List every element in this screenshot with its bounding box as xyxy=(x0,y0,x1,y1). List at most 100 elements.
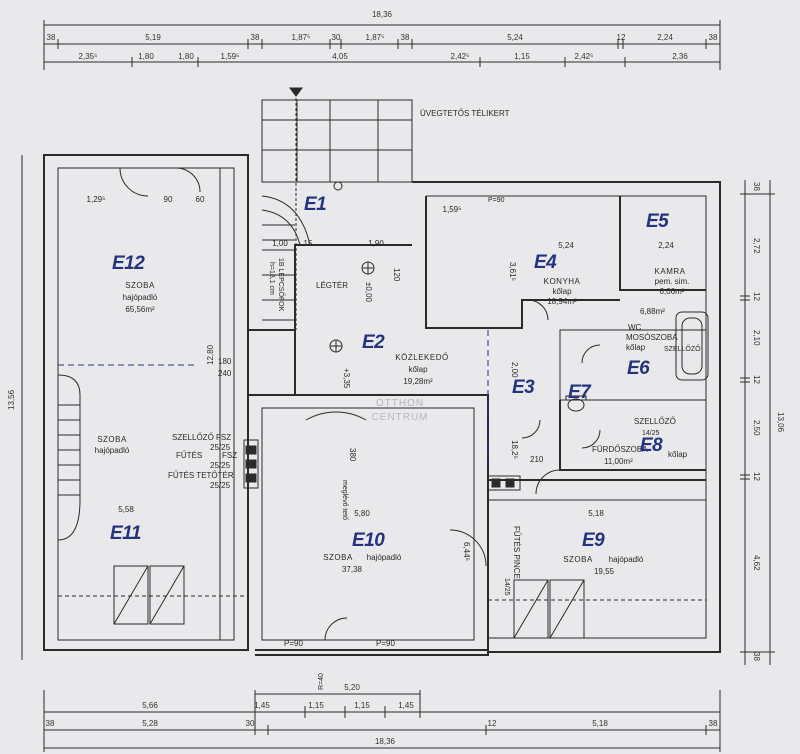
dim-overall-left: 13,56 xyxy=(7,389,16,410)
level-markers xyxy=(329,261,375,353)
room-name: FÜRDŐSZOBA xyxy=(592,445,648,454)
dim-top: 2,35⁵ xyxy=(78,52,98,61)
dim-ticks-top xyxy=(43,20,721,70)
dim-top: 1,87⁵ xyxy=(365,33,385,42)
room-area: 11,00m² xyxy=(604,457,633,466)
dim-label: 6,44⁵ xyxy=(462,542,471,561)
dim-overall-right: 13,06 xyxy=(776,412,785,433)
dim-label: 1,00 xyxy=(272,239,288,248)
room-marker-e6: E6 xyxy=(627,358,650,379)
room-marker-e5: E5 xyxy=(646,211,669,232)
dim-label: 5,24 xyxy=(558,241,574,250)
heating-label: FŰTÉS PINCE xyxy=(512,526,521,579)
dim-top: 1,59⁵ xyxy=(220,52,240,61)
vent-size: 14/25 xyxy=(642,430,660,437)
chimneys xyxy=(243,439,521,491)
room-floor: hajópadló xyxy=(366,553,402,562)
dim-label: 120 xyxy=(392,268,401,282)
watermark-line1: OTTHON xyxy=(375,398,425,409)
ladder-label: h=18,1 cm xyxy=(268,262,275,295)
dim-bottom: 30 xyxy=(245,719,255,728)
dim-top: 5,24 xyxy=(507,33,523,42)
dim-top: 38 xyxy=(708,33,718,42)
room-marker-e1: E1 xyxy=(304,194,327,215)
room-marker-e3: E3 xyxy=(512,377,535,398)
room-name: WC xyxy=(628,323,642,332)
dim-right: 38 xyxy=(752,652,761,661)
dim-label: 180 xyxy=(218,357,232,366)
room-floor: kőlap xyxy=(408,365,428,374)
dim-top: 30 xyxy=(331,33,341,42)
dim-label: 5,58 xyxy=(118,505,134,514)
dim-ticks-bottom xyxy=(43,690,721,752)
dim-bottom: 38 xyxy=(45,719,55,728)
dim-label: 15 xyxy=(303,239,313,248)
dim-right: 2,72 xyxy=(752,238,761,254)
room-marker-e7: E7 xyxy=(568,382,591,403)
dim-top: 1,87⁵ xyxy=(291,33,311,42)
room-area: 18,94m² xyxy=(547,297,577,306)
dim-label: 2,00 xyxy=(510,362,519,378)
room-area: 6,06m² xyxy=(659,287,685,296)
winter-garden-label: ÜVEGTETŐS TÉLIKERT xyxy=(420,109,510,118)
dim-label: 5,80 xyxy=(354,509,370,518)
door-swings xyxy=(119,167,601,641)
dim-top: 2,24 xyxy=(657,33,673,42)
dim-ticks-right xyxy=(740,193,775,653)
dim-right: 2,50 xyxy=(752,420,761,436)
dim-label: 2,24 xyxy=(658,241,674,250)
dim-label: 18,2⁵ xyxy=(510,440,519,459)
vent-label: SZELLŐZŐ xyxy=(664,346,701,353)
dim-label: 3,61⁵ xyxy=(508,262,517,281)
room-floor: pem. sim. xyxy=(654,277,690,286)
bathtub xyxy=(675,311,709,381)
room-area: 6,88m² xyxy=(640,307,665,316)
dim-label: 60 xyxy=(195,195,205,204)
room-marker-e9: E9 xyxy=(582,530,605,551)
dim-top: 38 xyxy=(400,33,410,42)
door-label: P=90 xyxy=(284,639,303,648)
dim-bottom: 12 xyxy=(487,719,497,728)
room-name: SZOBA xyxy=(125,281,155,290)
room-name: MOSÓSZOBA xyxy=(626,333,678,342)
dim-top: 1,80 xyxy=(178,52,194,61)
dim-top: 2,42⁵ xyxy=(574,52,594,61)
dim-top: 2,36 xyxy=(672,52,688,61)
dim-label: 1,29⁵ xyxy=(86,195,106,204)
dim-label: 210 xyxy=(530,455,544,464)
room-area: 65,56m² xyxy=(125,305,155,314)
dim-bottom: 5,66 xyxy=(142,701,158,710)
note-label: meglévő tető xyxy=(341,480,348,521)
dim-bottom: 38 xyxy=(708,719,718,728)
dim-label: 240 xyxy=(218,369,232,378)
ladder-label: 1B LÉPCSŐFOK xyxy=(277,258,284,312)
room-floor: kőlap xyxy=(552,287,572,296)
dim-label: 1,59⁵ xyxy=(442,205,462,214)
outer-walls xyxy=(43,154,721,656)
vent-size: 25/25 xyxy=(210,481,231,490)
room-name: LÉGTÉR xyxy=(315,281,349,290)
room-floor: kőlap xyxy=(626,343,646,352)
vent-label: SZELLŐZŐ FSZ xyxy=(172,433,232,442)
skylights xyxy=(113,565,585,639)
dim-right: 12 xyxy=(752,375,761,384)
room-area: 37,38 xyxy=(341,565,363,574)
dim-top: 38 xyxy=(250,33,260,42)
dim-top: 1,15 xyxy=(514,52,530,61)
dim-right: 12 xyxy=(752,472,761,481)
room-name: SZOBA xyxy=(323,553,353,562)
dim-label: 1,90 xyxy=(368,239,384,248)
dim-bottom: 1,45 xyxy=(398,701,414,710)
radius-label: R=40 xyxy=(318,673,325,690)
dim-bottom: 5,20 xyxy=(344,683,360,692)
vent-size: 25/25 xyxy=(210,461,231,470)
room-marker-e12: E12 xyxy=(112,253,145,274)
level-label: ±0,00 xyxy=(364,282,373,302)
dim-left-inner: 12,80 xyxy=(206,344,215,365)
dim-label: 5,18 xyxy=(588,509,604,518)
dim-bottom: 5,18 xyxy=(592,719,608,728)
heating-label: FSZ xyxy=(222,451,238,460)
dim-label: 90 xyxy=(163,195,173,204)
